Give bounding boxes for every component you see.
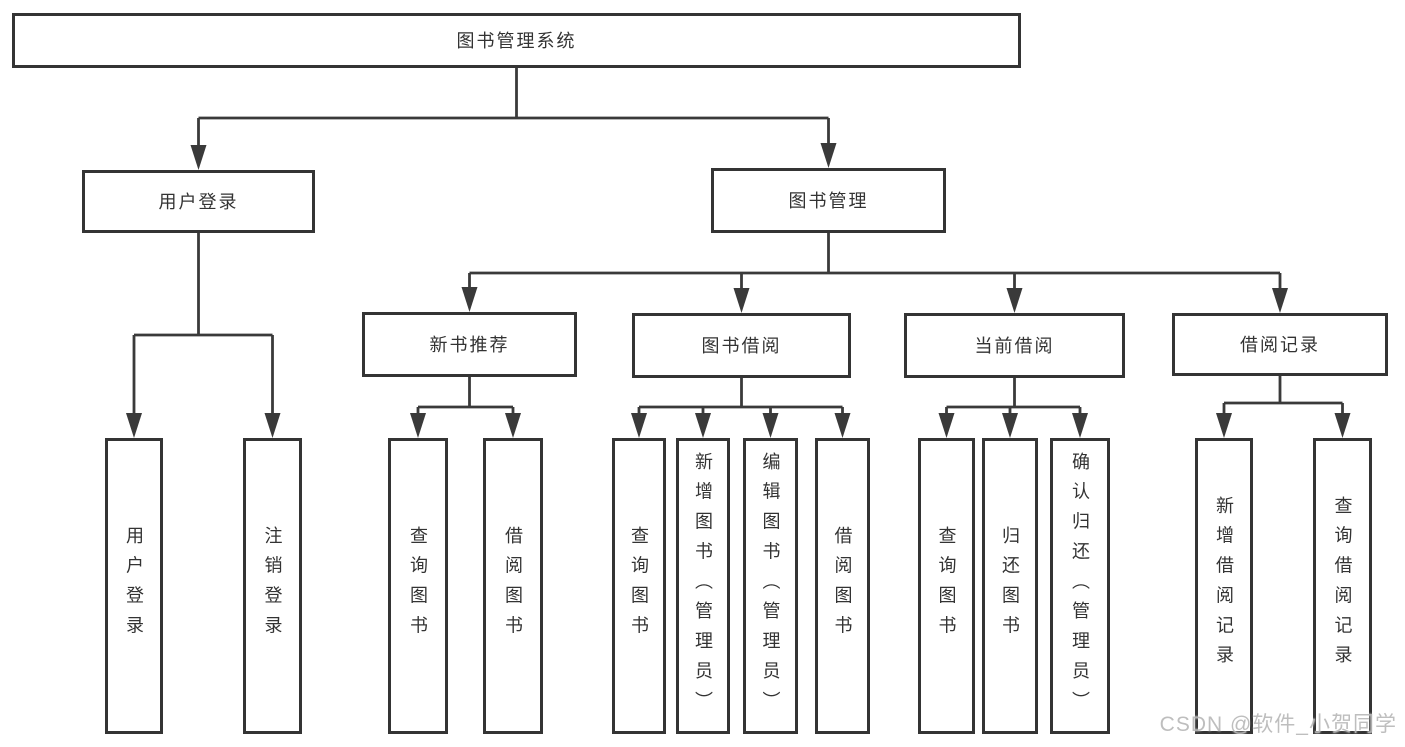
node-cb-return-books: 归还图书	[982, 438, 1038, 734]
node-br-query-record: 查询借阅记录	[1313, 438, 1372, 734]
node-current-borrowing: 当前借阅	[904, 313, 1125, 378]
node-label-cb-return-books: 归还图书	[1000, 526, 1020, 646]
node-label-bb-query-books: 查询图书	[629, 526, 649, 646]
node-br-add-record: 新增借阅记录	[1195, 438, 1253, 734]
node-logout: 注销登录	[243, 438, 302, 734]
node-label-bb-edit-books-admin: 编辑图书（管理员）	[760, 451, 781, 721]
node-label-bb-borrow-books: 借阅图书	[832, 526, 853, 646]
node-label-cb-query-books: 查询图书	[936, 526, 957, 646]
node-user-login: 用户登录	[82, 170, 315, 233]
node-label-nb-borrow-books: 借阅图书	[503, 526, 523, 646]
node-borrowing-records: 借阅记录	[1172, 313, 1388, 376]
node-label-logout: 注销登录	[262, 526, 283, 646]
node-label-library-system: 图书管理系统	[456, 30, 577, 51]
node-label-cb-confirm-return: 确认归还（管理员）	[1070, 451, 1090, 721]
node-label-br-add-record: 新增借阅记录	[1214, 496, 1234, 676]
node-login: 用户登录	[105, 438, 163, 734]
node-book-management: 图书管理	[711, 168, 946, 233]
node-label-login: 用户登录	[124, 526, 144, 646]
node-bb-add-books-admin: 新增图书（管理员）	[676, 438, 730, 734]
node-bb-query-books: 查询图书	[612, 438, 666, 734]
node-cb-confirm-return: 确认归还（管理员）	[1050, 438, 1110, 734]
node-nb-borrow-books: 借阅图书	[483, 438, 543, 734]
node-nb-query-books: 查询图书	[388, 438, 448, 734]
node-book-borrowing: 图书借阅	[632, 313, 851, 378]
node-label-borrowing-records: 借阅记录	[1240, 334, 1320, 355]
node-library-system: 图书管理系统	[12, 13, 1021, 68]
node-bb-borrow-books: 借阅图书	[815, 438, 870, 734]
node-label-new-book-recommend: 新书推荐	[429, 334, 510, 355]
node-label-book-management: 图书管理	[788, 190, 869, 211]
node-new-book-recommend: 新书推荐	[362, 312, 577, 377]
node-cb-query-books: 查询图书	[918, 438, 975, 734]
node-label-book-borrowing: 图书借阅	[701, 335, 782, 356]
node-label-user-login: 用户登录	[158, 191, 239, 212]
node-label-nb-query-books: 查询图书	[408, 526, 428, 646]
node-label-br-query-record: 查询借阅记录	[1332, 496, 1353, 676]
node-bb-edit-books-admin: 编辑图书（管理员）	[743, 438, 798, 734]
csdn-watermark: CSDN @软件_小贺同学	[1159, 713, 1397, 736]
node-label-current-borrowing: 当前借阅	[974, 335, 1055, 356]
node-label-bb-add-books-admin: 新增图书（管理员）	[693, 451, 713, 721]
